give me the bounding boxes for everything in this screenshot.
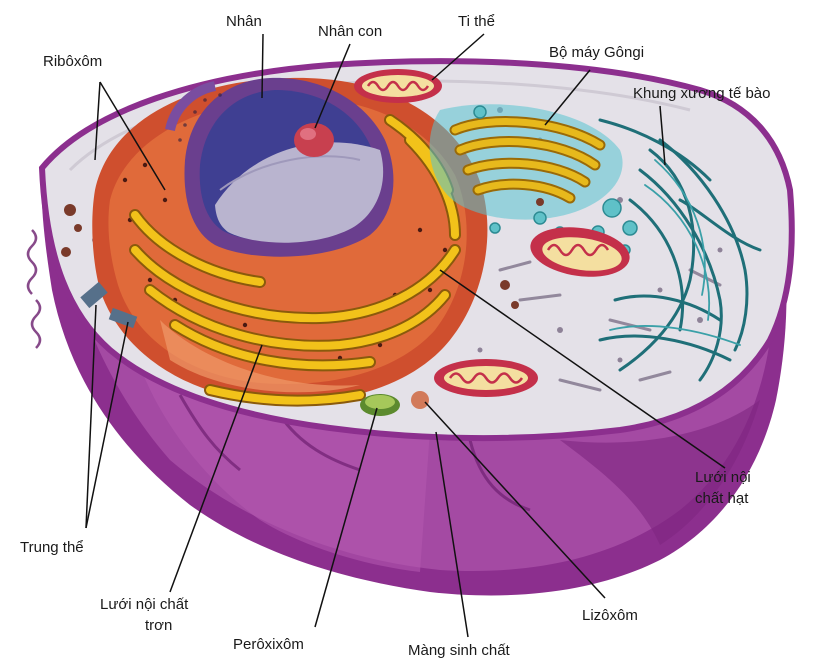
lysosome [411,391,429,409]
label-cytoskeleton: Khung xương tế bào [633,85,770,102]
label-nucleus: Nhân [226,13,262,30]
mitochondrion-bottom [434,359,538,397]
label-golgi: Bộ máy Gôngi [549,44,644,61]
leader-nucleus [262,34,263,98]
label-centrosome: Trung thể [20,539,84,556]
label-lysosome: Lizôxôm [582,607,638,624]
label-ribosome: Ribôxôm [43,53,102,70]
label-mitochondrion: Ti thể [458,13,495,30]
label-smooth-er-line1: Lưới nội chất [100,596,189,613]
label-rough-er-line1: Lưới nội [695,469,751,486]
nucleolus [294,123,334,157]
label-plasma-membrane: Màng sinh chất [408,642,511,659]
peroxisome [360,394,400,416]
label-rough-er-line2: chất hạt [695,490,749,507]
mitochondrion-top [354,69,442,103]
label-peroxisome: Perôxixôm [233,636,304,653]
label-smooth-er-line2: trơn [145,617,172,634]
label-nucleolus: Nhân con [318,23,382,40]
